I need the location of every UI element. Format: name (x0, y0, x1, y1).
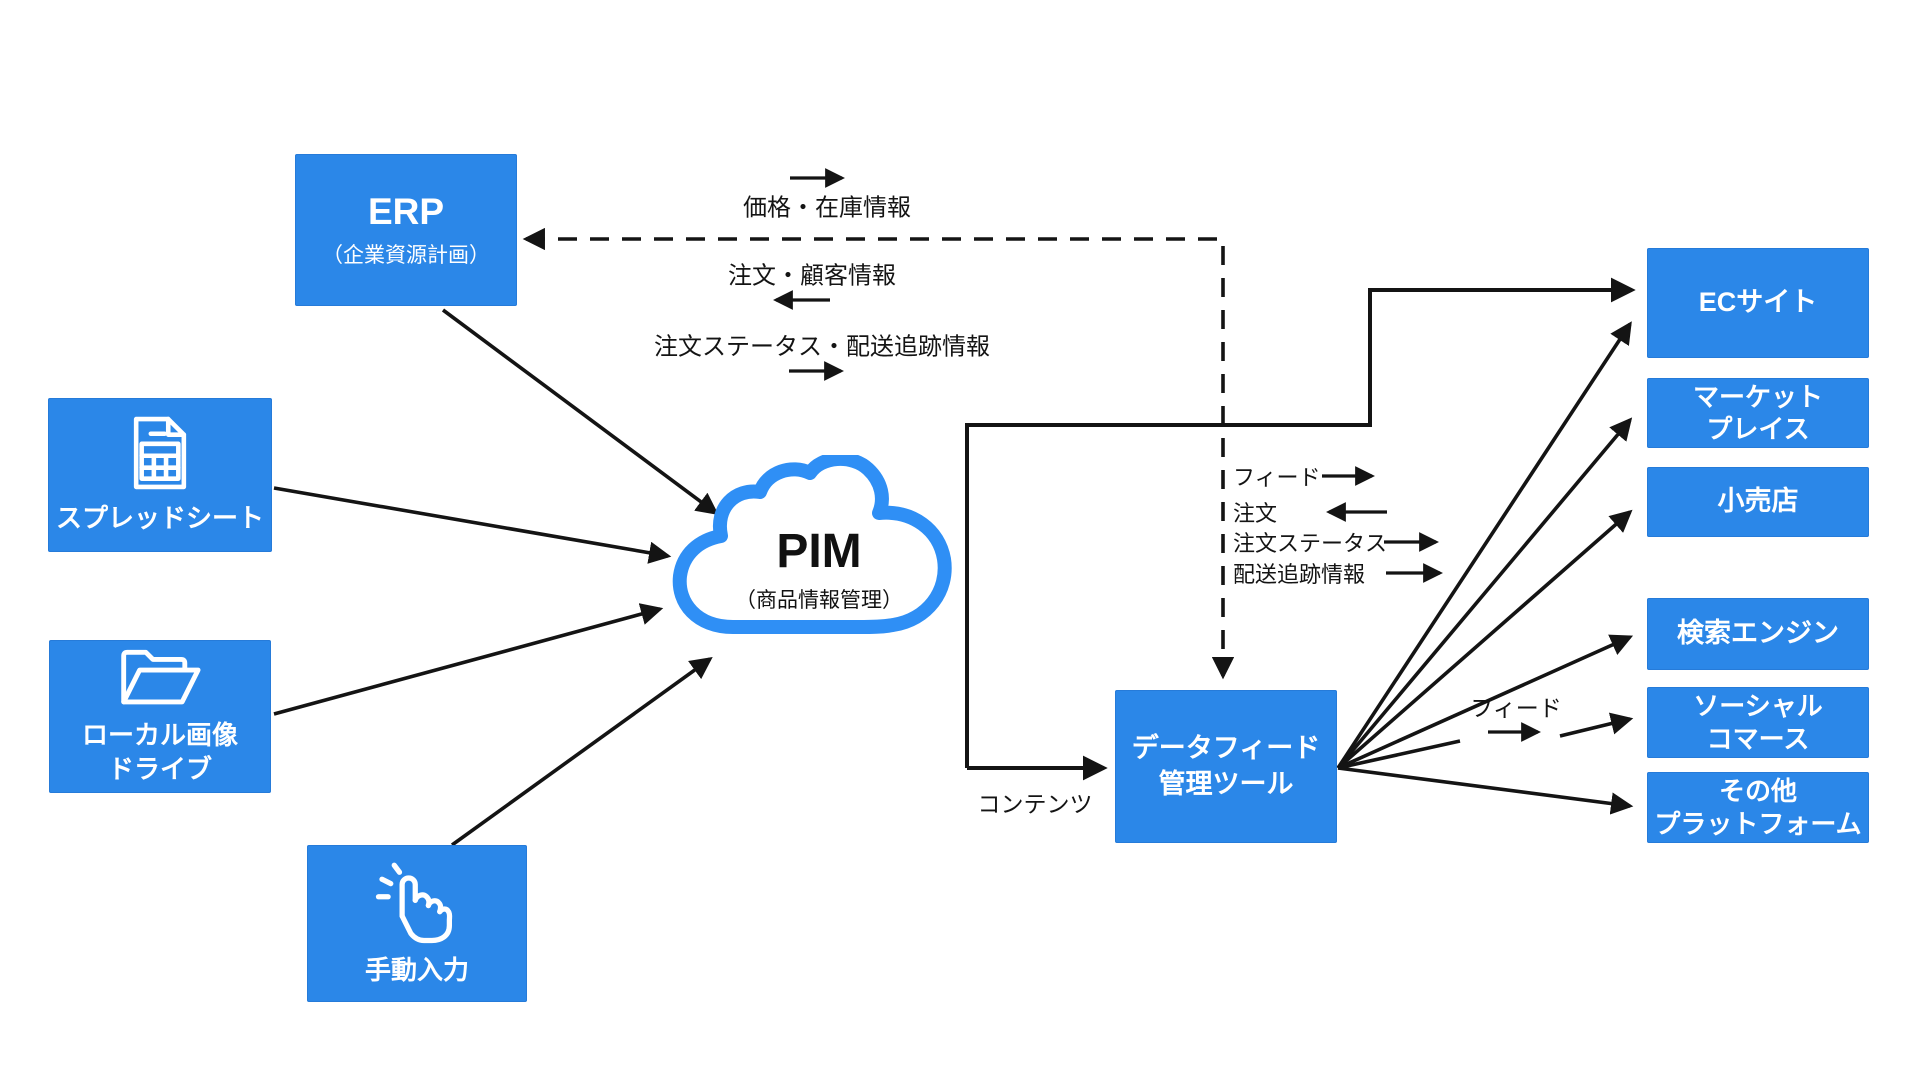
local-drive-box: ローカル画像 ドライブ (49, 640, 271, 793)
arrow-manual-to-pim (450, 657, 713, 847)
channel-marketplace-box: マーケット プレイス (1647, 378, 1869, 448)
local-drive-line2: ドライブ (107, 753, 212, 784)
pim-title: PIM (776, 525, 862, 578)
channel-other-line2: プラットフォーム (1654, 808, 1862, 839)
pim-cloud: PIM （商品情報管理） (663, 451, 975, 661)
label-feed-bottom: フィード (1470, 695, 1562, 721)
flow-label-order-status-tracking: 注文ステータス・配送追跡情報 (654, 333, 990, 361)
channel-social-line2: コマース (1706, 723, 1810, 754)
open-folder-icon (121, 649, 201, 705)
cloud-shape (672, 451, 952, 634)
erp-subtitle: （企業資源計画） (322, 244, 490, 268)
arrow-feedtool-to-social-seg1 (1337, 739, 1461, 770)
manual-input-box: 手動入力 (307, 845, 527, 1002)
label-content: コンテンツ (977, 791, 1093, 817)
channel-search-engine-label: 検索エンジン (1677, 618, 1839, 649)
channel-ecsite-label: ECサイト (1698, 287, 1818, 318)
channel-marketplace-line1: マーケット (1692, 381, 1823, 412)
flow-label-order-customer: 注文・顧客情報 (728, 262, 896, 290)
pim-subtitle: （商品情報管理） (735, 589, 903, 612)
hand-click-icon (375, 862, 453, 943)
legend-tracking: 配送追跡情報 (1233, 562, 1366, 587)
arrow-feedtool-to-social-seg2 (1559, 712, 1634, 738)
feed-tool-line2: 管理ツール (1158, 768, 1294, 799)
legend-order: 注文 (1233, 501, 1278, 526)
channel-social-commerce-box: ソーシャル コマース (1647, 687, 1869, 758)
arrow-spreadsheet-to-pim (273, 486, 672, 564)
flow-label-price-stock: 価格・在庫情報 (743, 194, 911, 222)
channel-marketplace-line2: プレイス (1706, 414, 1810, 444)
feed-tool-line1: データフィード (1131, 732, 1321, 763)
manual-input-label: 手動入力 (364, 954, 469, 985)
channel-social-line1: ソーシャル (1693, 691, 1823, 721)
local-drive-label: ローカル画像 ドライブ (82, 719, 238, 787)
erp-box: ERP （企業資源計画） (295, 154, 517, 306)
channel-ecsite-box: ECサイト (1647, 248, 1869, 358)
local-drive-line1: ローカル画像 (81, 719, 238, 750)
arrow-local-drive-to-pim (273, 603, 664, 716)
spreadsheet-label: スプレッドシート (55, 503, 264, 534)
legend-feed: フィード (1233, 465, 1321, 490)
legend-order-status: 注文ステータス (1233, 531, 1388, 556)
data-feed-tool-box: データフィード 管理ツール (1115, 690, 1337, 843)
channel-search-engine-box: 検索エンジン (1647, 598, 1869, 670)
channel-other-platform-box: その他 プラットフォーム (1647, 772, 1869, 843)
channel-other-line1: その他 (1718, 776, 1797, 806)
erp-title: ERP (367, 190, 445, 232)
channel-retail-box: 小売店 (1647, 467, 1869, 537)
channel-retail-label: 小売店 (1717, 486, 1799, 517)
arrow-feedtool-to-other (1337, 766, 1634, 815)
spreadsheet-file-icon (133, 416, 187, 490)
spreadsheet-box: スプレッドシート (48, 398, 272, 552)
